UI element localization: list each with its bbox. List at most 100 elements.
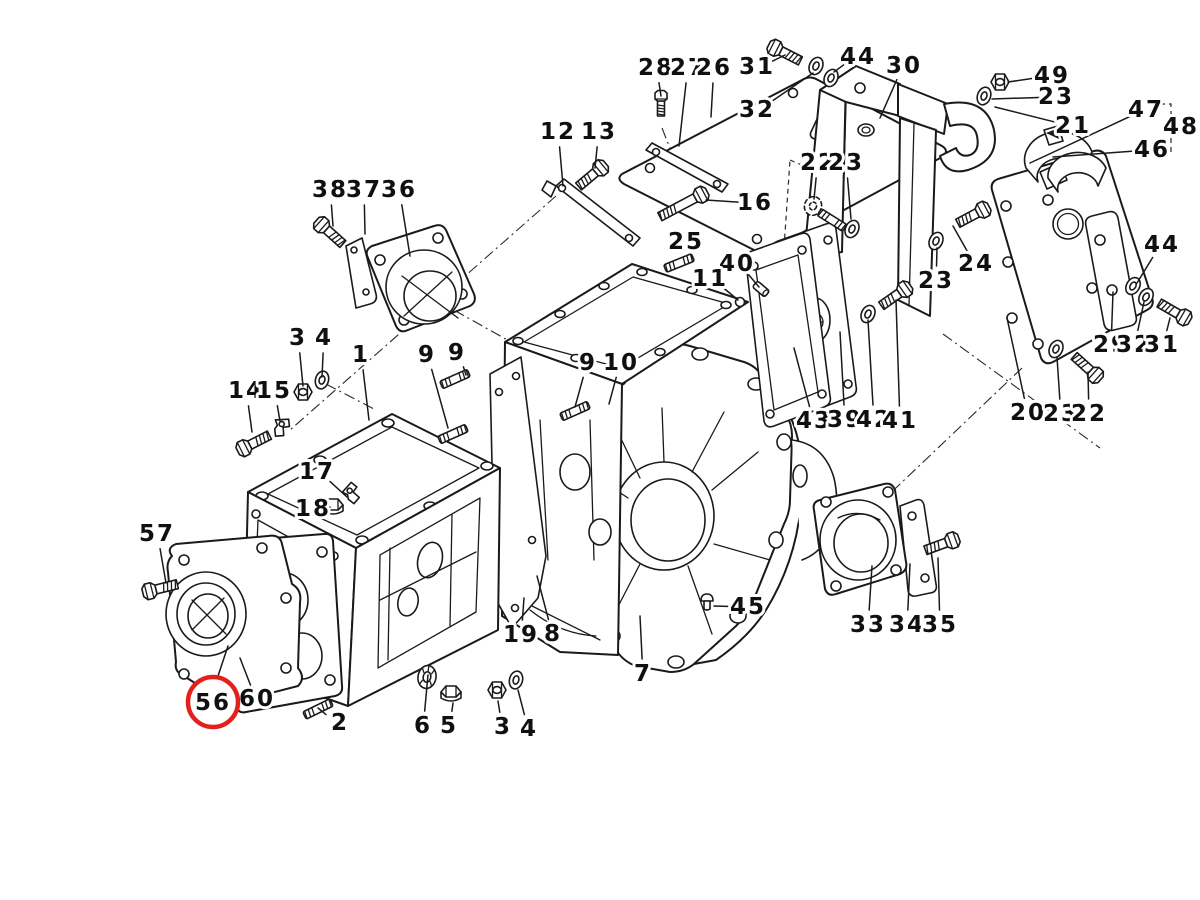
leader-line-7 bbox=[639, 615, 643, 660]
leader-line-17 bbox=[329, 480, 348, 498]
leader-line-12 bbox=[558, 146, 564, 187]
callout-14: 14 bbox=[228, 378, 264, 404]
leader-line-60 bbox=[239, 657, 252, 686]
leader-line-49 bbox=[1007, 77, 1036, 83]
callout-11: 11 bbox=[692, 266, 728, 292]
bearing-cover-drawing bbox=[812, 482, 938, 597]
clutch-housing-drawing bbox=[589, 343, 838, 673]
callout-1: 1 bbox=[352, 342, 370, 368]
leader-line-21 bbox=[994, 106, 1058, 124]
callout-45: 45 bbox=[730, 594, 766, 620]
bolt-part bbox=[310, 213, 349, 251]
callout-30: 30 bbox=[886, 53, 922, 79]
callout-48: 48 bbox=[1163, 114, 1199, 140]
callout-5: 5 bbox=[440, 713, 458, 739]
leader-line-8 bbox=[536, 575, 550, 621]
stud-part bbox=[662, 252, 696, 274]
pto-plate-drawing bbox=[744, 222, 858, 428]
leader-line-22 bbox=[813, 177, 817, 200]
callout-47: 47 bbox=[1128, 97, 1164, 123]
stud-part bbox=[436, 423, 470, 445]
leader-line-45 bbox=[713, 605, 732, 608]
leader-line-2 bbox=[317, 707, 327, 716]
leader-line-6 bbox=[423, 674, 429, 712]
top-cover-plate-drawing bbox=[541, 76, 947, 254]
leader-line-29 bbox=[1110, 291, 1114, 331]
washer-part bbox=[974, 84, 994, 108]
callout-18: 18 bbox=[295, 496, 331, 522]
callout-23: 23 bbox=[1043, 401, 1079, 427]
leader-line-16 bbox=[705, 199, 739, 203]
leader-line-13 bbox=[594, 146, 598, 169]
front-cover-drawing bbox=[165, 532, 344, 714]
leader-line-27 bbox=[678, 82, 687, 147]
clip-part bbox=[271, 416, 292, 440]
leader-line-34 bbox=[907, 563, 911, 611]
leader-line-24 bbox=[952, 225, 968, 252]
callout-32: 32 bbox=[739, 97, 775, 123]
leader-line-11 bbox=[722, 287, 739, 301]
leader-line-42 bbox=[867, 319, 874, 406]
leader-line-23 bbox=[846, 177, 852, 220]
leader-line-5 bbox=[451, 702, 454, 712]
leader-line-22 bbox=[1087, 371, 1090, 400]
callout-32: 32 bbox=[1116, 332, 1152, 358]
leader-line-14 bbox=[247, 405, 253, 433]
leader-line-40 bbox=[748, 274, 760, 288]
bolt-part bbox=[953, 198, 994, 232]
leader-line-37 bbox=[363, 204, 366, 235]
callout-21: 21 bbox=[1055, 113, 1091, 139]
callout-20: 20 bbox=[1010, 400, 1046, 426]
callout-33: 33 bbox=[850, 612, 886, 638]
leader-line-9 bbox=[430, 368, 449, 429]
leader-line-36 bbox=[401, 204, 411, 257]
washer-part bbox=[506, 668, 526, 692]
callout-3: 3 bbox=[494, 714, 512, 740]
callout-35: 35 bbox=[922, 612, 958, 638]
callout-22: 22 bbox=[800, 150, 836, 176]
callout-3: 3 bbox=[289, 325, 307, 351]
leader-line-32 bbox=[770, 72, 814, 103]
callout-15: 15 bbox=[256, 378, 292, 404]
leader-line-30 bbox=[879, 78, 898, 119]
leader-line-33 bbox=[868, 565, 873, 611]
callout-23: 23 bbox=[828, 150, 864, 176]
callout-4: 4 bbox=[315, 325, 333, 351]
rear-plate-drawing bbox=[990, 125, 1154, 365]
callout-9: 9 bbox=[418, 342, 436, 368]
leader-line-9 bbox=[462, 366, 467, 376]
leader-line-39 bbox=[839, 331, 845, 406]
leader-line-4 bbox=[517, 689, 526, 716]
leader-line-10 bbox=[608, 376, 617, 405]
leader-line-46 bbox=[1052, 150, 1136, 158]
callout-49: 49 bbox=[1034, 63, 1070, 89]
highlight-circle bbox=[185, 674, 241, 730]
callout-36: 36 bbox=[381, 177, 417, 203]
leader-line-28 bbox=[658, 82, 662, 97]
leader-line-23 bbox=[991, 96, 1040, 100]
callout-17: 17 bbox=[299, 459, 335, 485]
bolt-part bbox=[572, 156, 612, 194]
leader-line-47 bbox=[1029, 115, 1132, 164]
leader-line-31 bbox=[1166, 317, 1171, 332]
callout-13: 13 bbox=[581, 119, 617, 145]
callout-23: 23 bbox=[918, 268, 954, 294]
callout-9: 9 bbox=[579, 350, 597, 376]
leader-line-56 bbox=[217, 645, 229, 677]
callout-6: 6 bbox=[414, 713, 432, 739]
callout-4: 4 bbox=[520, 716, 538, 742]
callout-16: 16 bbox=[737, 190, 773, 216]
leader-line-31 bbox=[771, 54, 786, 62]
callout-31: 31 bbox=[1144, 332, 1180, 358]
callout-9: 9 bbox=[448, 340, 466, 366]
callout-10: 10 bbox=[603, 350, 639, 376]
nut-part bbox=[487, 681, 507, 699]
callout-19: 19 bbox=[503, 622, 539, 648]
callout-25: 25 bbox=[668, 229, 704, 255]
callout-42: 42 bbox=[856, 407, 892, 433]
callout-2: 2 bbox=[331, 710, 349, 736]
callout-48-bracket bbox=[1160, 103, 1172, 153]
leader-line-3 bbox=[497, 700, 501, 714]
leader-line-35 bbox=[937, 557, 941, 611]
